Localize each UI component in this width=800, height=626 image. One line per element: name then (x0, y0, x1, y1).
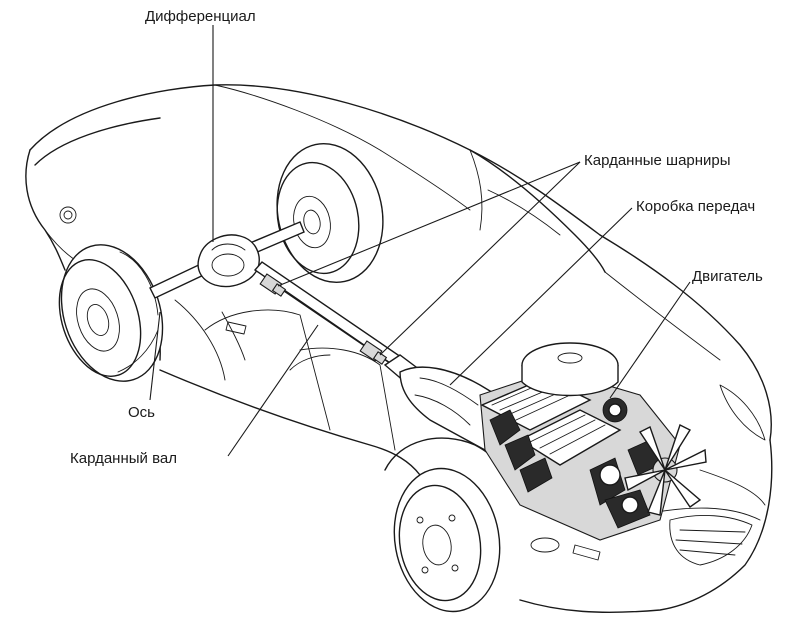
label-cardan-joints: Карданные шарниры (584, 152, 731, 169)
front-wheel (393, 467, 501, 613)
leader-lines (149, 25, 691, 457)
label-engine: Двигатель (692, 268, 763, 285)
label-differential: Дифференциал (145, 8, 256, 25)
label-gearbox: Коробка передач (636, 198, 756, 215)
universal-joint-rear (259, 273, 287, 297)
rear-left-wheel (58, 244, 164, 382)
engine (479, 342, 707, 541)
rear-axle (149, 221, 305, 299)
radiator-fan (624, 424, 707, 516)
label-driveshaft: Карданный вал (70, 450, 177, 467)
universal-joint-front (359, 340, 388, 365)
rear-right-wheel (276, 142, 384, 284)
label-axle: Ось (128, 404, 155, 421)
